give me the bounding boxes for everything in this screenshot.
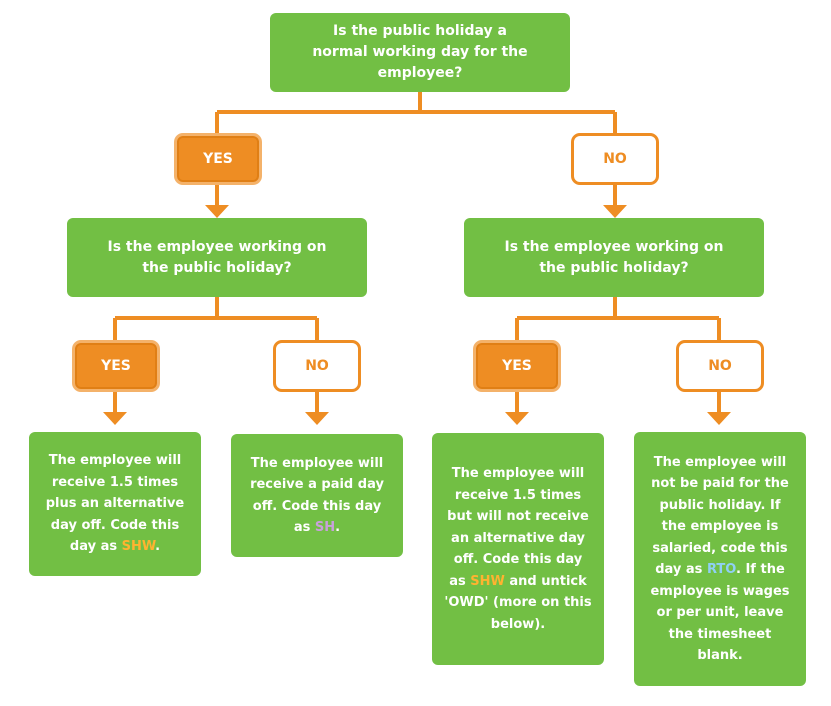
arrow-head [505,412,529,425]
arrow-head [305,412,329,425]
arrow-head [205,205,229,218]
left-question-box: Is the employee working on the public ho… [67,218,367,297]
outcome-box-4: The employee will not be paid for the pu… [634,432,806,686]
right-question: Is the employee working on the public ho… [504,238,724,276]
arrow-head [707,412,731,425]
outcome-text: The employee will receive 1.5 times plus… [45,453,185,555]
code-shw: SHW [470,573,505,589]
outcome-text: The employee will not be paid for the pu… [650,454,790,664]
left-yes-label: YES [174,133,262,185]
code-shw: SHW [121,539,156,555]
outcome-box-2: The employee will receive a paid day off… [231,434,403,557]
left-no-label: NO [273,340,361,392]
right-yes-label: YES [473,340,561,392]
arrow-head [103,412,127,425]
right-no-no-label: NO [676,340,764,392]
root-question-box: Is the public holiday a normal working d… [270,13,570,92]
right-no-label: NO [571,133,659,185]
code-rto: RTO [706,562,736,577]
outcome-text: The employee will receive 1.5 times but … [444,466,592,632]
arrow-head [603,205,627,218]
code-sh: SH [314,520,336,535]
outcome-box-3: The employee will receive 1.5 times but … [432,433,604,665]
outcome-text: The employee will receive a paid day off… [250,455,384,536]
outcome-box-1: The employee will receive 1.5 times plus… [29,432,201,576]
right-question-box: Is the employee working on the public ho… [464,218,764,297]
root-question: Is the public holiday a normal working d… [312,23,528,81]
left-question: Is the employee working on the public ho… [107,238,327,276]
left-yes-yes-label: YES [72,340,160,392]
